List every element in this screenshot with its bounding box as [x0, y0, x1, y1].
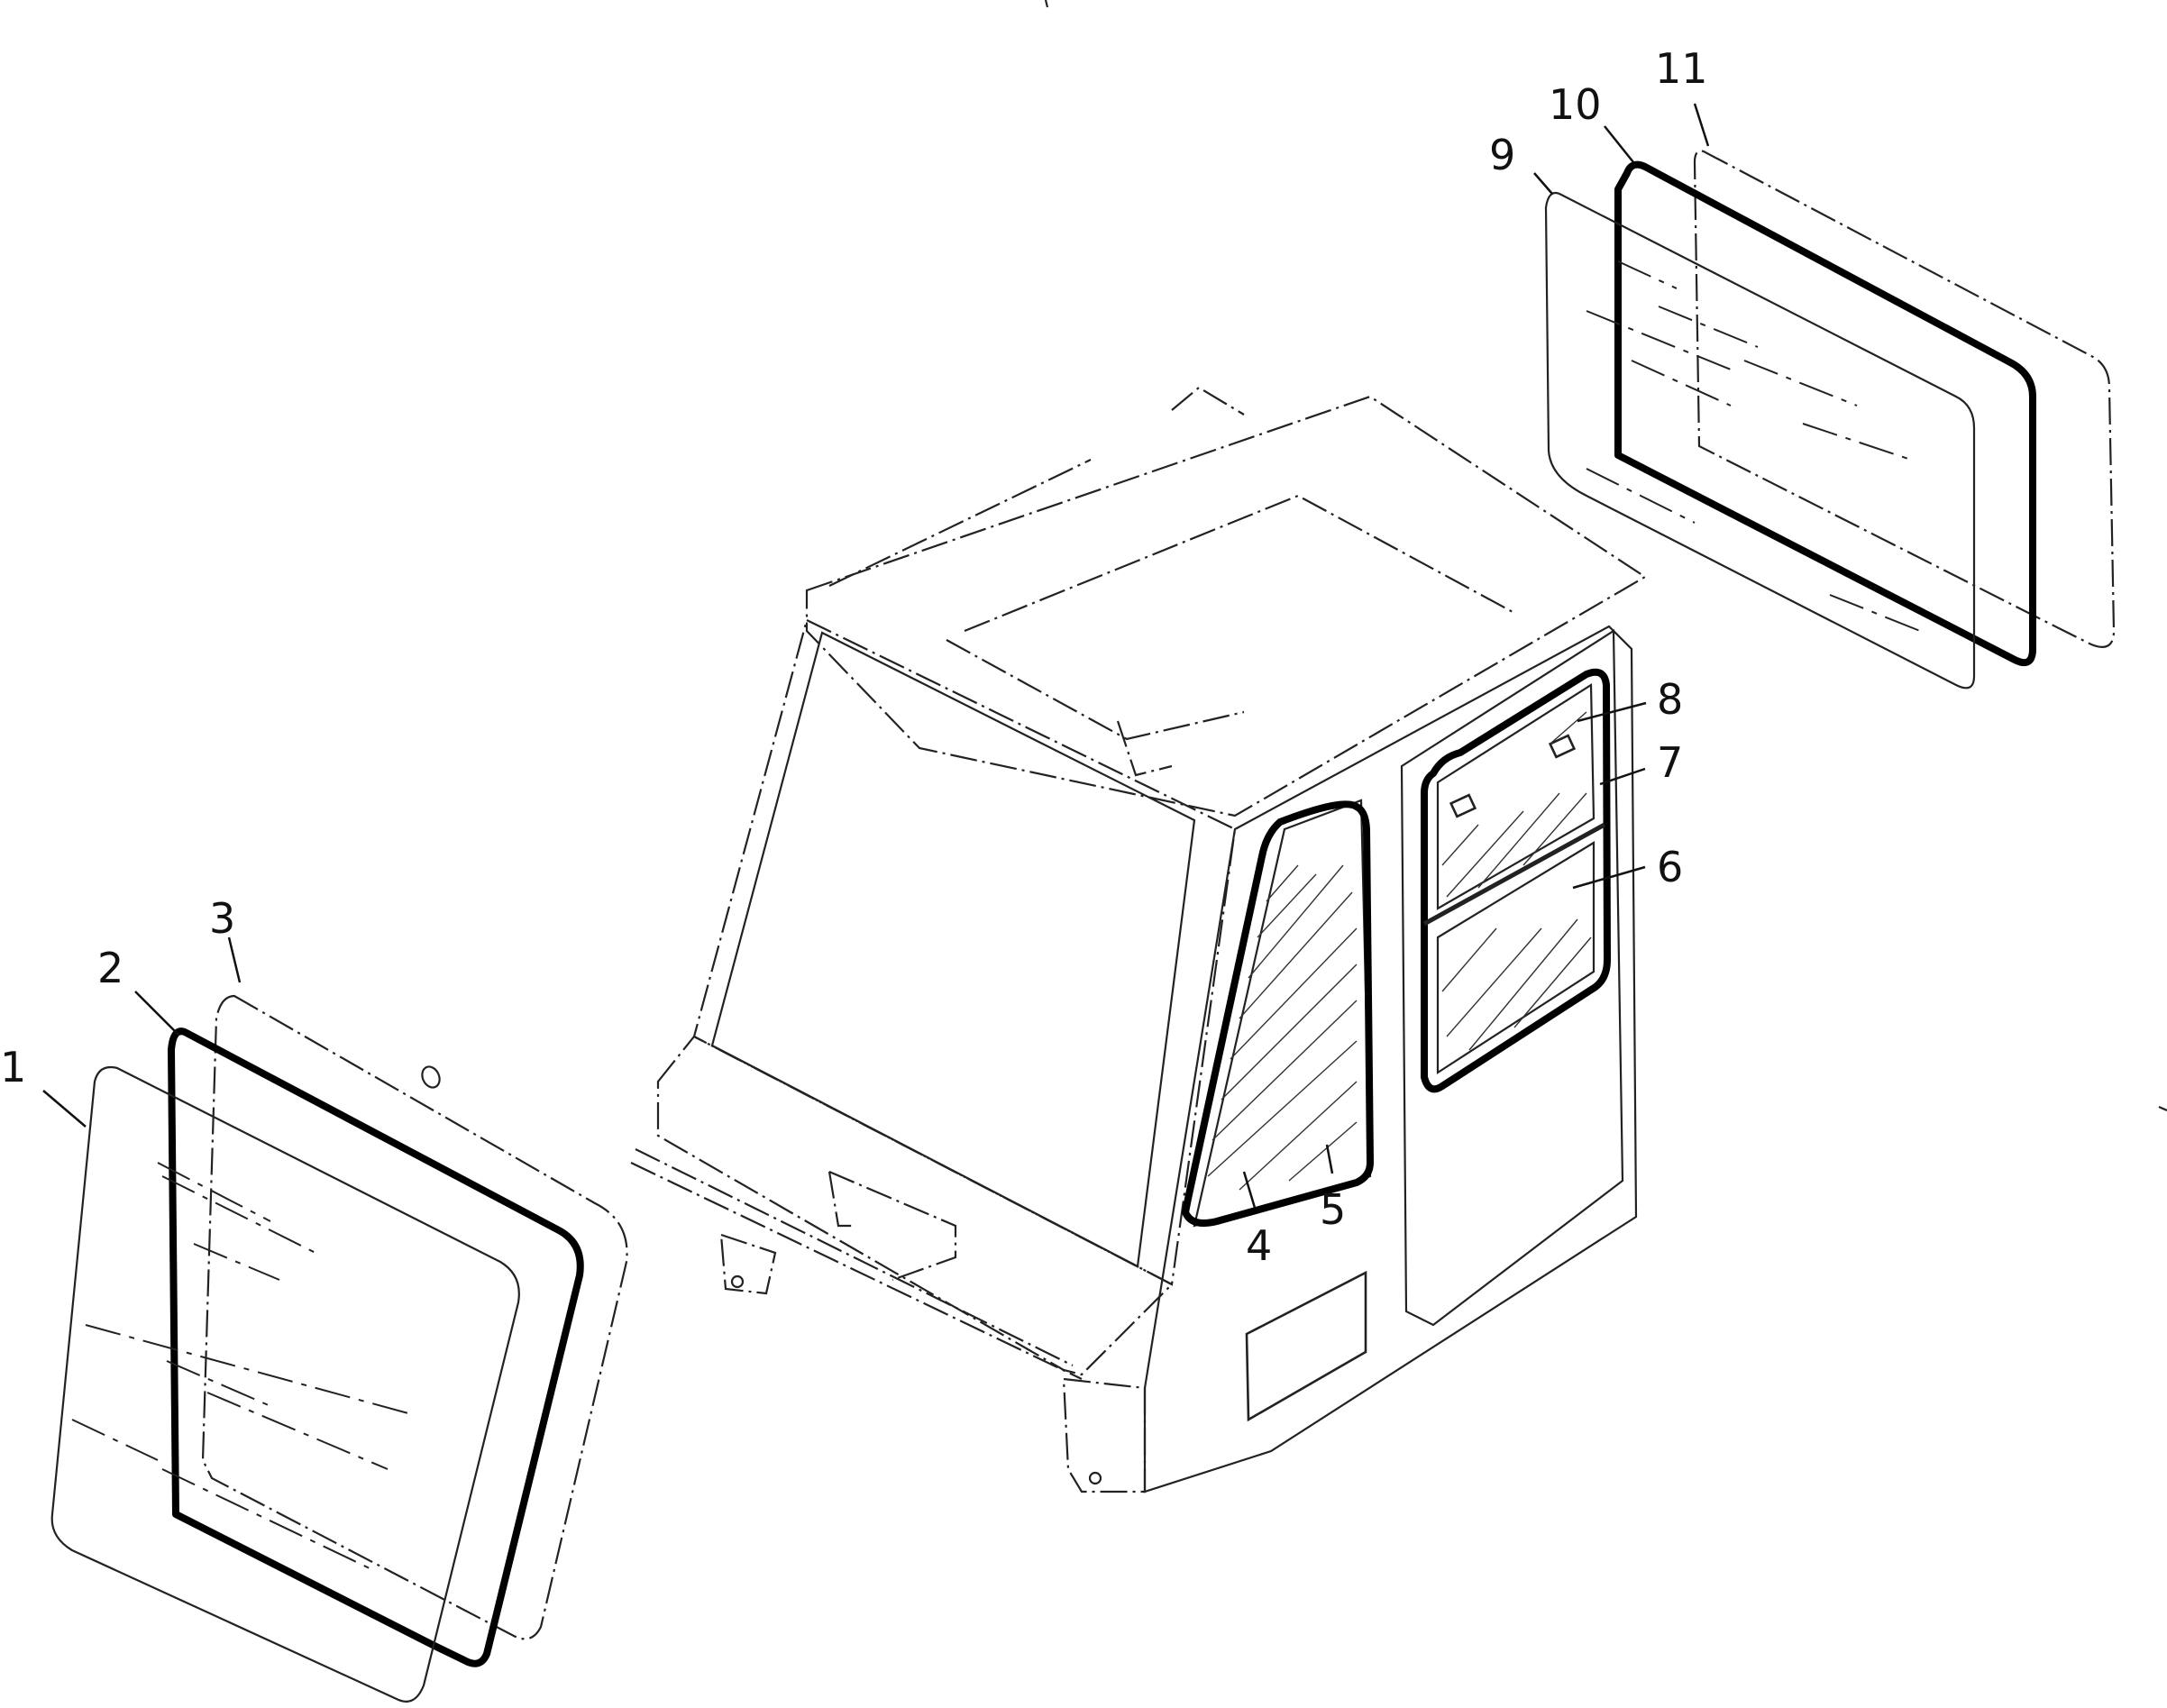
door-window-hatching [1441, 711, 1592, 1051]
callout-2: 2 [97, 944, 123, 992]
rear-glass-group [1544, 150, 2116, 690]
callout-3: 3 [209, 894, 235, 943]
front-side-window-hatching [1207, 864, 1358, 1191]
leader-lines [42, 103, 1710, 1209]
door-window-divider [1422, 822, 1606, 927]
front-glass-outer-frame [201, 994, 628, 1640]
cab-door [1400, 629, 1624, 1327]
stray-mark-top [1044, 0, 1049, 8]
front-side-window-seal [1182, 800, 1374, 1227]
door-upper-glass [1436, 683, 1596, 910]
cab-side-panel [1143, 625, 1638, 1493]
callout-labels: 1 2 3 4 5 6 7 8 9 10 11 [0, 44, 1708, 1270]
front-glass-reflection [71, 1162, 416, 1569]
door-latch-1 [1449, 793, 1477, 818]
front-glass-group [50, 994, 628, 1703]
callout-11: 11 [1655, 44, 1708, 93]
callout-9: 9 [1489, 131, 1515, 179]
stray-mark-right [2158, 1105, 2167, 1112]
cab-roof [805, 395, 1648, 817]
rear-glass-pane [1544, 191, 1976, 690]
door-lower-glass [1436, 841, 1596, 1075]
door-window-seal [1421, 668, 1611, 1093]
callout-1: 1 [0, 1043, 26, 1091]
front-side-window-glass [1193, 799, 1372, 1228]
callout-8: 8 [1657, 675, 1683, 724]
door-latch-2 [1548, 734, 1577, 759]
side-vent [1245, 1270, 1367, 1422]
rear-glass-seal [1614, 160, 2036, 666]
rear-glass-reflection [1586, 260, 1921, 632]
callout-7: 7 [1657, 738, 1683, 787]
callout-4: 4 [1246, 1221, 1272, 1270]
front-glass-pane [50, 1065, 520, 1703]
callout-6: 6 [1657, 843, 1683, 891]
cab-front-base [656, 1035, 1174, 1376]
front-glass-seal [168, 1028, 584, 1667]
callout-5: 5 [1320, 1185, 1346, 1234]
callout-10: 10 [1549, 80, 1602, 129]
cab-body [630, 386, 1648, 1493]
rear-glass-outer-frame [1693, 150, 2116, 648]
